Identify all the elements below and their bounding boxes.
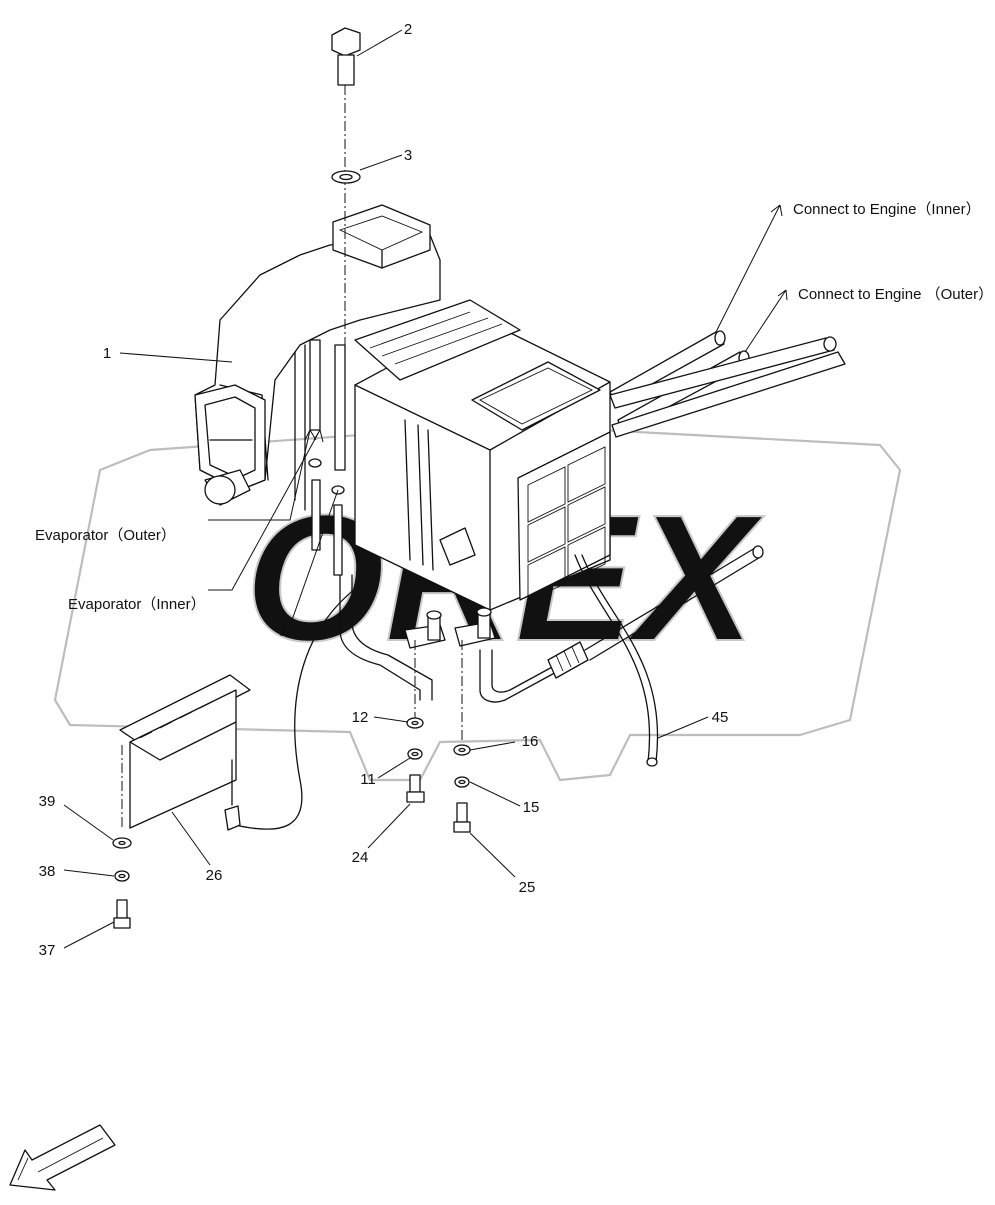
bolt-2 — [331, 27, 361, 86]
drain-hose — [234, 554, 659, 830]
annotation-evaporator-inner: Evaporator（Inner） — [68, 596, 206, 613]
callout-37: 37 — [39, 942, 56, 959]
callout-45: 45 — [712, 709, 729, 726]
blower-housing — [194, 204, 441, 511]
callout-15: 15 — [523, 799, 540, 816]
callout-3: 3 — [404, 147, 412, 164]
callout-12: 12 — [352, 709, 369, 726]
fasteners — [112, 717, 471, 929]
leader-lines — [63, 29, 788, 949]
callout-1: 1 — [103, 345, 111, 362]
callout-numbers: 2 3 1 32 12 11 16 15 24 25 26 45 39 38 3… — [39, 21, 729, 959]
callout-2: 2 — [404, 21, 412, 38]
annotation-evaporator-outer: Evaporator（Outer） — [35, 527, 176, 544]
callout-39: 39 — [39, 793, 56, 810]
washer-3 — [331, 170, 361, 184]
annotation-engine-outer: Connect to Engine （Outer） — [798, 286, 993, 303]
annotation-engine-inner: Connect to Engine（Inner） — [793, 201, 981, 218]
assembly-axes — [121, 85, 463, 830]
callout-26: 26 — [206, 867, 223, 884]
callout-11: 11 — [360, 771, 376, 788]
callout-38: 38 — [39, 863, 56, 880]
callout-25: 25 — [519, 879, 536, 896]
evaporator-tubes — [308, 339, 346, 576]
evaporator-box — [354, 299, 611, 611]
relay-box — [119, 674, 251, 831]
direction-arrow-icon — [9, 1124, 116, 1191]
callout-24: 24 — [352, 849, 369, 866]
lower-piping — [339, 545, 764, 703]
callout-32: 32 — [279, 623, 296, 640]
annotations: Connect to Engine（Inner） Connect to Engi… — [35, 201, 993, 613]
engine-pipes — [609, 330, 846, 438]
callout-16: 16 — [522, 733, 539, 750]
